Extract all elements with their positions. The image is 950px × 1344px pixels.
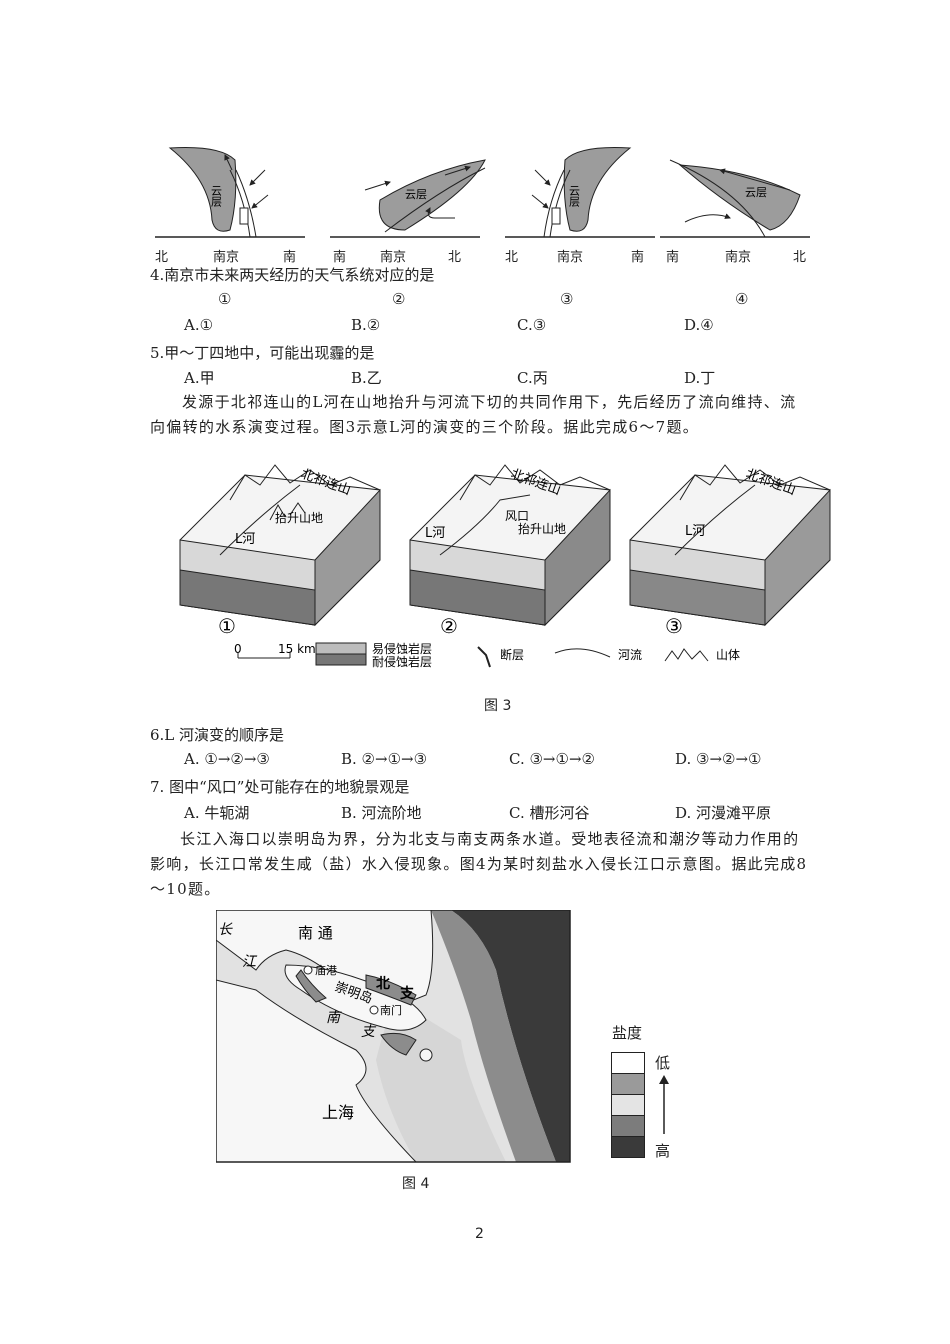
weather-panel-4: 云层 xyxy=(660,159,810,238)
salinity-zone-high xyxy=(431,910,556,1162)
direction-label: 南 xyxy=(631,250,645,265)
city-label: 南京 xyxy=(380,250,407,265)
label-nanmen: 南门 xyxy=(380,1003,402,1017)
panel-number: ④ xyxy=(735,290,749,308)
q5-option-c[interactable]: C.丙 xyxy=(517,369,548,387)
cloud-label: 云层 xyxy=(745,186,767,199)
legend-swatch-4 xyxy=(611,1116,645,1137)
label-jiang: 江 xyxy=(242,954,258,970)
wind-gap-label: 风口 xyxy=(505,509,529,523)
q6-option-a[interactable]: A. ①→②→③ xyxy=(184,750,270,768)
cloud-label: 云层 xyxy=(568,185,581,208)
direction-label: 南 xyxy=(333,250,347,265)
label-bei: 北 xyxy=(376,976,390,992)
stage-number: ③ xyxy=(665,614,683,638)
figure-3: L河 抬升山地 北祁连山 L河 风口 抬升山地 北祁连山 L河 北祁连山 ① ②… xyxy=(179,464,831,669)
stage-number: ① xyxy=(218,614,236,638)
legend-swatch-2 xyxy=(611,1074,645,1095)
cloud-label: 云层 xyxy=(405,188,427,201)
intro-8-10: 长江入海口以崇明岛为界，分为北支与南支两条水道。受地表径流和潮汐等动力作用的影响… xyxy=(150,830,808,898)
legend-title: 盐度 xyxy=(612,1024,643,1042)
legend-fault: 断层 xyxy=(500,647,524,662)
scale-km: 15 km xyxy=(278,642,316,656)
q4-option-c[interactable]: C.③ xyxy=(517,316,547,334)
q7-option-d[interactable]: D. 河漫滩平原 xyxy=(675,804,772,822)
river-label: L河 xyxy=(235,532,255,547)
city-label: 南京 xyxy=(213,250,240,265)
legend-river: 河流 xyxy=(618,648,642,662)
q6-option-d[interactable]: D. ③→②→① xyxy=(675,750,762,768)
direction-label: 北 xyxy=(155,250,169,265)
stage-number: ② xyxy=(440,614,458,638)
river-label: L河 xyxy=(685,524,705,539)
uplift-label: 抬升山地 xyxy=(518,522,566,536)
page-number: 2 xyxy=(475,1226,484,1242)
label-chang: 长 xyxy=(218,922,233,938)
south-branch-saline-patch xyxy=(380,1032,417,1056)
direction-label: 南 xyxy=(666,250,680,265)
direction-label: 南 xyxy=(283,250,297,265)
q4-option-d[interactable]: D.④ xyxy=(684,316,714,334)
block-diagram-2: L河 风口 抬升山地 北祁连山 xyxy=(409,464,611,627)
q7-option-c[interactable]: C. 槽形河谷 xyxy=(509,804,590,822)
cloud-label: 云层 xyxy=(210,185,223,208)
legend-soft-rock: 易侵蚀岩层 xyxy=(372,641,432,656)
direction-label: 北 xyxy=(448,250,462,265)
panel-number: ① xyxy=(218,290,232,308)
legend-low: 低 xyxy=(655,1054,671,1072)
direction-label: 北 xyxy=(505,250,519,265)
weather-panel-1: 云层 xyxy=(155,147,305,238)
question-4-stem: 4.南京市未来两天经历的天气系统对应的是 xyxy=(150,266,435,284)
legend-swatch-1 xyxy=(611,1052,645,1074)
figure-3-legend: 0 15 km 易侵蚀岩层 耐侵蚀岩层 断层 河流 山体 xyxy=(234,641,740,669)
intro-6-7: 发源于北祁连山的L河在山地抬升与河流下切的共同作用下，先后经历了流向维持、流向偏… xyxy=(150,393,797,436)
chongming-island xyxy=(284,964,427,1031)
block-diagram-3: L河 北祁连山 xyxy=(629,464,831,627)
city-label: 南京 xyxy=(557,250,584,265)
q7-option-b[interactable]: B. 河流阶地 xyxy=(341,804,422,822)
question-6-stem: 6.L 河演变的顺序是 xyxy=(150,726,285,744)
direction-label: 北 xyxy=(793,250,807,265)
legend-swatch-3 xyxy=(611,1095,645,1116)
up-arrow-icon xyxy=(659,1075,669,1134)
salinity-zone-highest xyxy=(451,910,570,1162)
panel-number: ③ xyxy=(560,290,574,308)
city-label: 南京 xyxy=(725,250,752,265)
label-shanghai: 上海 xyxy=(322,1103,354,1122)
q4-option-b[interactable]: B.② xyxy=(351,316,381,334)
figure-4-map: 南 通 长 江 庙港 崇明岛 北 支 南门 南 支 上海 xyxy=(216,910,571,1163)
label-miaogang: 庙港 xyxy=(315,963,337,977)
figure-3-caption: 图 3 xyxy=(484,698,512,714)
uplift-label: 抬升山地 xyxy=(275,511,323,525)
legend-high: 高 xyxy=(655,1142,671,1160)
scale-zero: 0 xyxy=(234,642,242,656)
weather-panel-3: 云层 xyxy=(505,147,655,238)
legend-swatch-5 xyxy=(611,1137,645,1158)
q4-option-a[interactable]: A.① xyxy=(184,316,214,334)
legend-mountain: 山体 xyxy=(716,648,740,662)
q5-option-b[interactable]: B.乙 xyxy=(351,369,382,387)
north-branch-saline-patch xyxy=(365,974,417,1006)
label-nanzhi: 支 xyxy=(361,1024,377,1040)
salinity-legend xyxy=(611,1052,645,1158)
label-zhi: 支 xyxy=(399,985,415,1002)
question-7-stem: 7. 图中“风口”处可能存在的地貌景观是 xyxy=(150,778,410,796)
north-branch-saline-patch xyxy=(295,969,327,1003)
figure-4-caption: 图 4 xyxy=(402,1176,430,1192)
q6-option-b[interactable]: B. ②→①→③ xyxy=(341,750,428,768)
legend-hard-rock: 耐侵蚀岩层 xyxy=(372,654,432,669)
river-label: L河 xyxy=(425,526,445,541)
question-5-stem: 5.甲～丁四地中，可能出现霾的是 xyxy=(150,344,375,362)
q6-option-c[interactable]: C. ③→①→② xyxy=(509,750,595,768)
panel-number: ② xyxy=(392,290,406,308)
label-nan: 南 xyxy=(326,1010,342,1026)
land-shanghai xyxy=(216,979,418,1163)
q5-option-d[interactable]: D.丁 xyxy=(684,369,716,387)
block-diagram-1: L河 抬升山地 北祁连山 xyxy=(179,464,381,627)
q7-option-a[interactable]: A. 牛轭湖 xyxy=(184,804,250,822)
label-nantong: 南 通 xyxy=(298,924,333,942)
q5-option-a[interactable]: A.甲 xyxy=(184,369,215,387)
weather-front-figure: 云层 云层 云层 云层 xyxy=(155,147,810,238)
weather-panel-2: 云层 xyxy=(330,159,486,238)
